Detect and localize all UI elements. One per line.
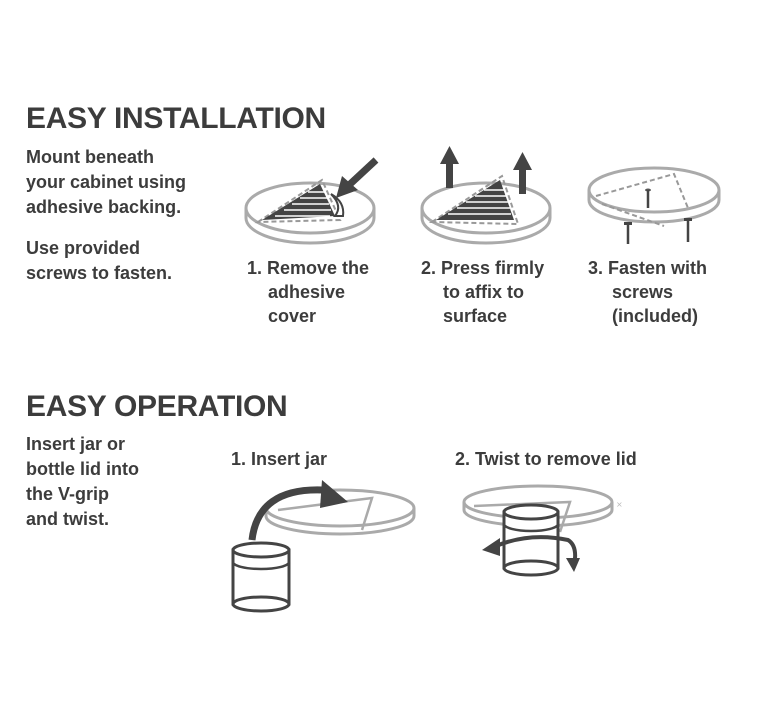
operation-intro-line: bottle lid into [26, 459, 139, 479]
installation-intro-line: your cabinet using [26, 172, 187, 192]
install-step-2-line: surface [443, 306, 508, 326]
installation-intro: Mount beneath your cabinet using adhesiv… [26, 145, 186, 220]
operation-step-2-label: 2. Twist to remove lid [455, 447, 637, 471]
remove-cover-illustration [244, 157, 379, 245]
installation-note: Use provided screws to fasten. [26, 236, 172, 286]
installation-note-line: Use provided [26, 238, 141, 258]
operation-step-1-line: 1. Insert jar [231, 449, 328, 469]
install-step-1-line: adhesive [268, 282, 346, 302]
operation-title: EASY OPERATION [26, 390, 288, 423]
install-step-3-line: 3. Fasten with [588, 258, 708, 278]
operation-intro-line: and twist. [26, 509, 110, 529]
operation-intro-line: the V-grip [26, 484, 110, 504]
twist-lid-illustration: × [462, 484, 623, 577]
install-step-1-line: cover [268, 306, 317, 326]
installation-intro-line: adhesive backing. [26, 197, 182, 217]
installation-title: EASY INSTALLATION [26, 102, 326, 135]
svg-text:×: × [616, 500, 623, 509]
press-firmly-illustration [420, 146, 552, 245]
install-step-3-label: 3. Fasten with screws (included) [588, 256, 707, 328]
operation-step-1-label: 1. Insert jar [231, 447, 327, 471]
install-step-3-line: screws [612, 282, 674, 302]
install-step-3-line: (included) [612, 306, 698, 326]
install-step-1-line: 1. Remove the [247, 258, 370, 278]
installation-note-line: screws to fasten. [26, 263, 173, 283]
fasten-screws-illustration [587, 166, 721, 244]
install-step-1-label: 1. Remove the adhesive cover [247, 256, 369, 328]
operation-step-2-line: 2. Twist to remove lid [455, 449, 637, 469]
insert-jar-illustration [231, 480, 416, 613]
install-step-2-label: 2. Press firmly to affix to surface [421, 256, 544, 328]
operation-intro: Insert jar or bottle lid into the V-grip… [26, 432, 139, 532]
install-step-2-line: 2. Press firmly [421, 258, 545, 278]
install-step-2-line: to affix to [443, 282, 524, 302]
operation-intro-line: Insert jar or [26, 434, 126, 454]
installation-intro-line: Mount beneath [26, 147, 154, 167]
